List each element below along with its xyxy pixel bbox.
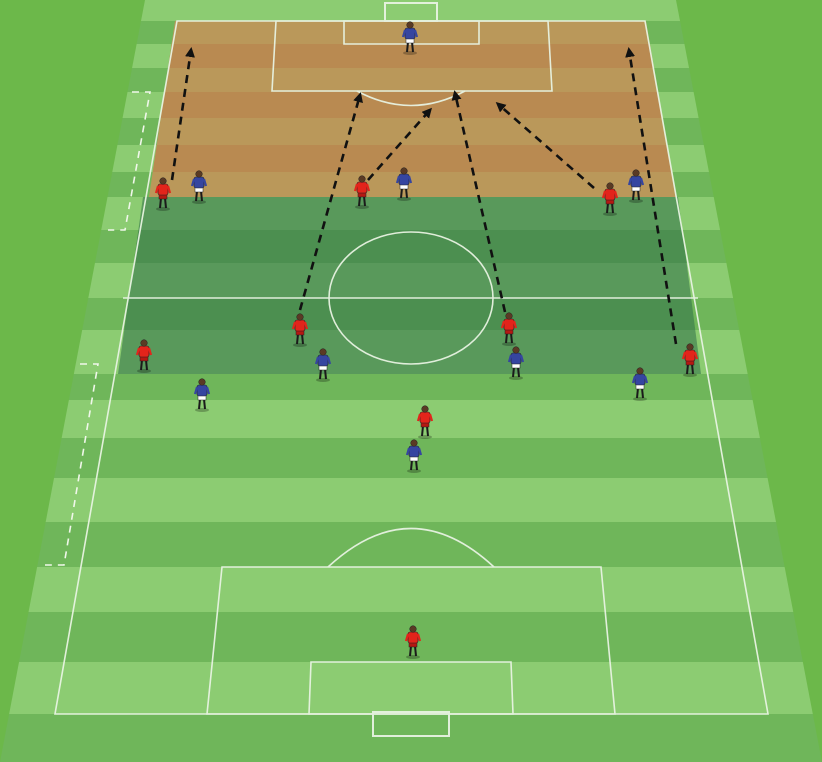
grass-stripe (0, 522, 822, 567)
center-circle (328, 231, 494, 365)
run-arrow (170, 47, 195, 181)
grass-stripe (0, 400, 822, 438)
players (135, 21, 699, 659)
attacking-zone-stripes (152, 44, 672, 172)
blue-player (395, 167, 413, 201)
attacking-zone-stripe (168, 44, 654, 68)
run-arrow (625, 47, 678, 345)
bottom-goal (372, 711, 450, 737)
red-player (500, 312, 518, 346)
technical-area-markings (45, 91, 151, 566)
red-player (601, 182, 619, 216)
red-player (291, 313, 309, 347)
grass-stripe (0, 567, 822, 612)
red-player (404, 625, 422, 659)
run-arrow (367, 107, 432, 181)
grass-stripe (0, 374, 822, 400)
grass-stripe (0, 662, 822, 714)
grass-stripe (0, 714, 822, 762)
grass-stripe (0, 478, 822, 522)
blue-player (507, 346, 525, 380)
blue-player (193, 378, 211, 412)
red-player (135, 339, 153, 373)
blue-player (314, 348, 332, 382)
bottom-penalty-arc (327, 527, 495, 568)
run-arrow (495, 102, 595, 189)
grass-stripe (0, 0, 822, 21)
movement-arrows (170, 47, 678, 345)
bottom-goal-area (308, 661, 514, 715)
bottom-penalty-box (206, 566, 616, 715)
blue-player (401, 21, 419, 55)
red-player (154, 177, 172, 211)
blue-player (190, 170, 208, 204)
blue-player (631, 367, 649, 401)
top-goal (384, 2, 438, 22)
midfield-zone (118, 197, 701, 374)
attacking-zone-stripe (152, 145, 672, 172)
red-player (681, 343, 699, 377)
blue-player (405, 439, 423, 473)
blue-player (627, 169, 645, 203)
red-player (353, 175, 371, 209)
red-player (416, 405, 434, 439)
run-arrow (298, 92, 363, 311)
pitch-lines (54, 2, 769, 737)
run-arrow (451, 90, 507, 313)
